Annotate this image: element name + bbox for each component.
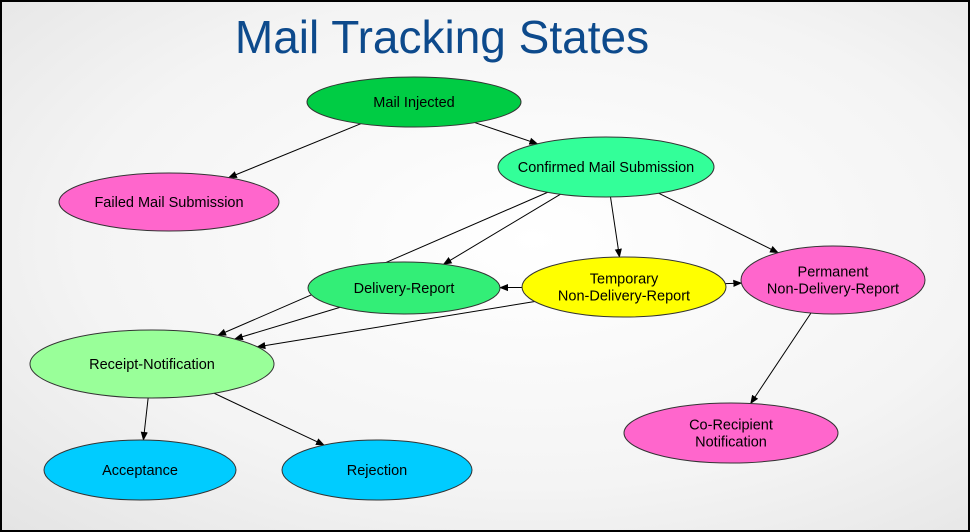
node-label-temporary-non-delivery-report: Non-Delivery-Report — [558, 289, 690, 305]
node-label-rejection: Rejection — [347, 463, 407, 479]
node-label-permanent-non-delivery-report: Permanent — [798, 265, 869, 281]
edge-mail-injected-to-failed-mail-submission — [227, 123, 362, 179]
node-shape-co-recipient-notification — [623, 402, 839, 464]
edge-confirmed-mail-submission-to-temporary-non-delivery-report — [610, 196, 622, 258]
edge-receipt-notification-to-rejection — [213, 392, 325, 446]
node-mail-injected: Mail Injected — [306, 76, 522, 128]
node-shape-mail-injected — [306, 76, 522, 128]
edge-temporary-non-delivery-report-to-receipt-notification — [256, 301, 535, 350]
node-label-confirmed-mail-submission: Confirmed Mail Submission — [518, 160, 694, 176]
node-acceptance: Acceptance — [43, 439, 237, 501]
node-label-co-recipient-notification: Notification — [695, 435, 767, 451]
node-rejection: Rejection — [281, 439, 473, 501]
edge-temporary-non-delivery-report-to-permanent-non-delivery-report — [725, 279, 743, 287]
node-shape-failed-mail-submission — [58, 172, 280, 232]
node-shape-acceptance — [43, 439, 237, 501]
diagram-title: Mail Tracking States — [234, 11, 650, 63]
node-label-permanent-non-delivery-report: Non-Delivery-Report — [767, 282, 899, 298]
node-shape-delivery-report — [307, 261, 501, 315]
node-label-mail-injected: Mail Injected — [373, 95, 454, 111]
node-label-co-recipient-notification: Co-Recipient — [689, 418, 773, 434]
node-receipt-notification: Receipt-Notification — [29, 329, 275, 399]
node-shape-permanent-non-delivery-report — [740, 245, 926, 315]
node-failed-mail-submission: Failed Mail Submission — [58, 172, 280, 232]
edge-receipt-notification-to-acceptance — [140, 397, 149, 441]
node-confirmed-mail-submission: Confirmed Mail Submission — [497, 136, 715, 198]
node-shape-receipt-notification — [29, 329, 275, 399]
node-shape-confirmed-mail-submission — [497, 136, 715, 198]
node-shape-rejection — [281, 439, 473, 501]
edge-confirmed-mail-submission-to-permanent-non-delivery-report — [658, 192, 779, 254]
node-label-acceptance: Acceptance — [102, 463, 178, 479]
node-label-delivery-report: Delivery-Report — [354, 281, 455, 297]
node-shape-temporary-non-delivery-report — [521, 256, 727, 318]
edge-permanent-non-delivery-report-to-co-recipient-notification — [750, 312, 812, 405]
node-delivery-report: Delivery-Report — [307, 261, 501, 315]
edge-mail-injected-to-confirmed-mail-submission — [474, 122, 539, 145]
edge-delivery-report-to-receipt-notification — [233, 306, 341, 341]
node-label-receipt-notification: Receipt-Notification — [89, 357, 215, 373]
node-label-temporary-non-delivery-report: Temporary — [590, 272, 659, 288]
node-label-failed-mail-submission: Failed Mail Submission — [94, 195, 243, 211]
edge-confirmed-mail-submission-to-delivery-report — [442, 193, 561, 265]
